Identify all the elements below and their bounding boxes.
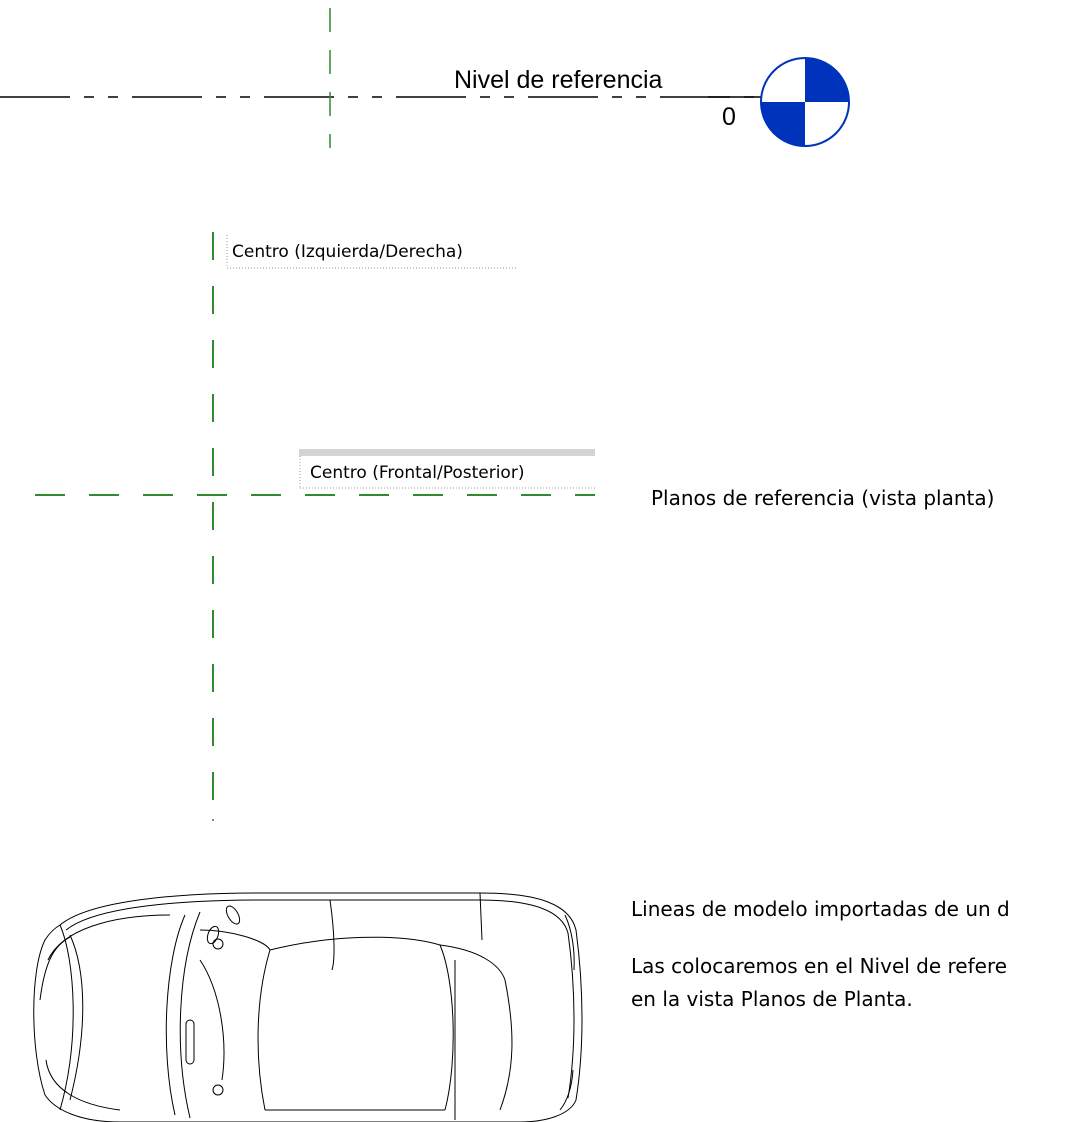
level-value-label[interactable]: 0 — [722, 103, 736, 131]
reference-plane-front-back-tag[interactable]: Centro (Frontal/Posterior) — [299, 449, 595, 489]
imported-lines-caption: Lineas de modelo importadas de un d — [631, 897, 1010, 921]
reference-plane-left-right-tag[interactable]: Centro (Izquierda/Derecha) — [226, 235, 516, 269]
level-name-label[interactable]: Nivel de referencia — [454, 66, 663, 94]
level-group[interactable]: Nivel de referencia 0 — [0, 57, 850, 147]
reference-plane-front-back-label[interactable]: Centro (Frontal/Posterior) — [310, 463, 524, 483]
car-top-view-icon[interactable] — [33, 892, 583, 1122]
reference-plane-end-dot — [212, 819, 214, 821]
placement-caption-line1: Las colocaremos en el Nivel de refere — [631, 954, 1007, 978]
reference-plane-left-right-label[interactable]: Centro (Izquierda/Derecha) — [232, 242, 463, 262]
placement-caption-line2: en la vista Planos de Planta. — [631, 987, 913, 1011]
level-head-marker-icon[interactable] — [760, 57, 850, 147]
plan-view-caption: Planos de referencia (vista planta) — [651, 486, 994, 510]
